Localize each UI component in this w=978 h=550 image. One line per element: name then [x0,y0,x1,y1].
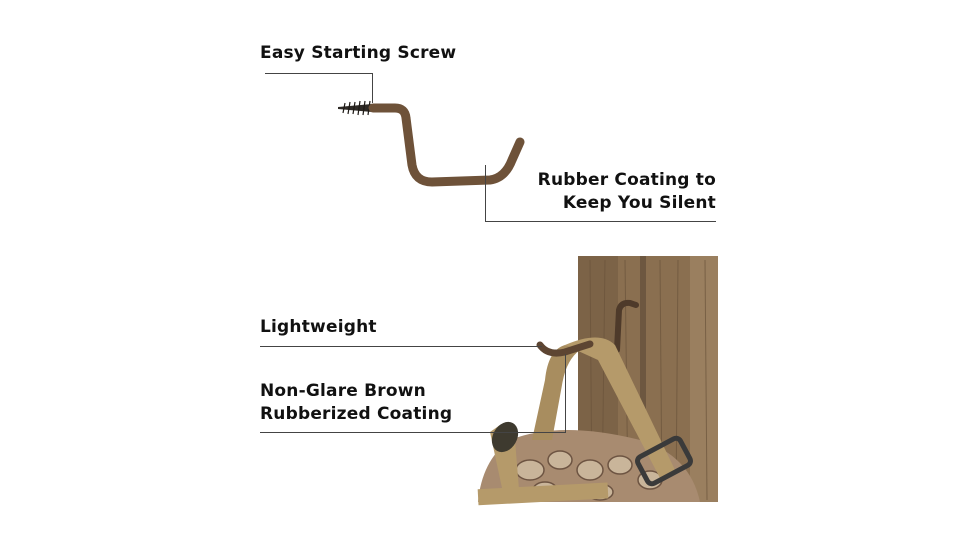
rubber-leader-horizontal [485,221,716,222]
lightweight-leader [260,346,542,347]
callout-rubber-coating-line2: Keep You Silent [562,193,716,213]
screw-leader-vertical [372,73,373,103]
coating-leader-horizontal [260,432,566,433]
callout-non-glare-coating: Non-Glare Brown Rubberized Coating [260,380,452,426]
rubber-leader-vertical [485,165,486,222]
coating-leader-vertical [565,354,566,433]
callout-easy-starting-screw: Easy Starting Screw [260,43,457,63]
screw-icon [338,100,372,116]
callout-lightweight: Lightweight [260,317,377,337]
screw-leader-horizontal [265,73,373,74]
hook-in-use-on-tree-with-backpack-photo [477,256,718,506]
callout-rubber-coating: Rubber Coating to Keep You Silent [520,169,716,215]
callout-non-glare-line2: Rubberized Coating [260,404,453,424]
callout-rubber-coating-line1: Rubber Coating to [537,170,716,190]
callout-non-glare-line1: Non-Glare Brown [260,381,426,401]
hook-body-icon [368,103,525,187]
